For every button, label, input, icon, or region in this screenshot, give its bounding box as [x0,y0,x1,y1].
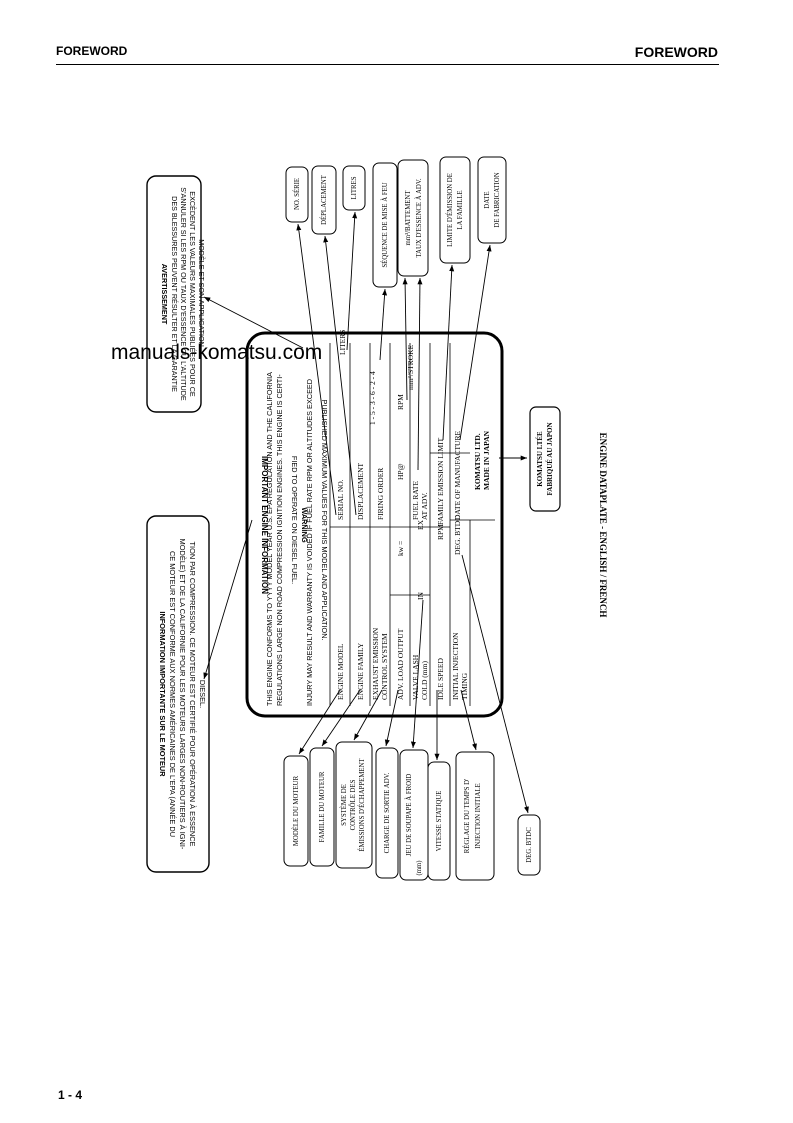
plate-title: IMPORTANT ENGINE INFORMATION [260,456,269,594]
plate-warning-title: WARNING [300,507,309,543]
label-limite-1: LIMITE D'ÉMISSION DE [446,173,454,247]
plate-kw: kw = [396,541,405,556]
label-date-2: DE FABRICATION [494,172,501,227]
plate-in: IN [416,592,425,600]
plate-adv-load: ADV. LOAD OUTPUT [396,628,405,700]
info-fr-line-1: CE MOTEUR EST CONFORME AUX NORMES AMÉRIC… [168,551,177,837]
info-fr-line-2: MODÈLE) ET DE LA CALIFORNIE POUR LES MOT… [178,539,187,850]
header-right: FOREWORD [634,44,718,60]
plate-engine-family: ENGINE FAMILY [356,642,365,700]
label-reglage-1: RÉGLAGE DU TEMPS D' [463,779,471,854]
label-systeme-3: ÉMISSIONS D'ÉCHAPPEMENT [358,758,366,852]
plate-date-manuf: DATE OF MANUFACTURE [453,431,462,520]
header-left: FOREWORD [56,44,128,58]
label-no-serie: NO. SÉRIE [293,178,301,210]
plate-stroke: mm³/STROKE [406,344,415,390]
top-labels: NO. SÉRIE DÉPLACEMENT LITRES SÉQUENCE DE… [285,156,507,288]
avertissement-box: AVERTISSEMENT DES BLESSURES PEUVENT RÉSU… [146,175,206,413]
watermark: manuals-komatsu.com [111,341,323,364]
info-fr-box: INFORMATION IMPORTANTE SUR LE MOTEUR CE … [146,515,210,873]
plate-init-inj-1: INITIAL INJECTION [451,632,460,700]
plate-firing-seq: 1 - 5 - 3 - 6 - 2 - 4 [368,371,377,425]
plate-conform-1: THIS ENGINE CONFORMS TO YYYY MODEL YEAR … [265,372,274,706]
label-jeu-1: JEU DE SOUPAPE À FROID [405,774,413,857]
label-deplacement: DÉPLACEMENT [320,174,328,225]
avert-line-4: MODÈLE ET SON APPLICATION. [197,239,206,349]
avert-line-2: S'ANNULER SI LES RPM OU TAUX D'ESSENCE O… [179,187,188,401]
page-number: 1 - 4 [58,1088,83,1102]
avert-title: AVERTISSEMENT [160,264,169,325]
plate-warning-2: PUBLISHED MAXIMUM VALUES FOR THIS MODEL … [320,400,329,641]
plate-fuel-rate-1: FUEL RATE [411,480,420,520]
plate-liters: LITERS [338,330,347,355]
komatsu-fr-line-2: FABRIQUÉ AU JAPON [546,423,554,496]
plate-valve-2: COLD (mm) [420,661,429,700]
plate-rpm: RPM [396,394,405,410]
plate-hp: HP@ [396,463,405,480]
plate-serial-no: SERIAL NO. [336,479,345,520]
plate-init-inj-2: TIMING [460,672,469,700]
info-fr-line-4: DIESEL. [198,680,207,708]
plate-komatsu-2: MADE IN JAPAN [482,430,491,490]
info-fr-line-3: TION PAR COMPRESSION. CE MOTEUR EST CERT… [188,542,197,847]
info-fr-title: INFORMATION IMPORTANTE SUR LE MOTEUR [158,611,167,777]
label-dec: DEG. BTDC [526,827,533,863]
label-famille: FAMILLE DU MOTEUR [319,771,326,842]
label-modele: MODÈLE DU MOTEUR [292,775,300,846]
plate-engine-model: ENGINE MODEL [336,643,345,700]
label-litres: LITRES [351,176,358,199]
plate-komatsu-1: KOMATSU LTD. [473,433,482,490]
komatsu-fr-line-1: KOMATSU LTÉE [536,431,544,487]
plate-family-limit: FAMILY EMISSION LIMIT [436,437,445,525]
header-rule [56,64,719,65]
plate-conform-3: FIED TO OPERATE ON DIESEL FUEL. [290,456,299,584]
plate-conform-2: REGULATIONS LARGE NON ROAD COMPRESSION I… [275,374,284,706]
plate-rpm2: RPM [436,524,445,540]
label-limite-2: LA FAMILLE [457,190,464,229]
label-stroke-fr: mm³/BATTEMENT [405,190,412,246]
label-reglage-2: INJECTION INITIALE [475,783,482,849]
plate-deg-btdc: DEG. BTDC [453,516,462,555]
label-vitesse: VITESSE STATIQUE [436,791,443,852]
label-systeme-2: CONTRÔLE DES [349,779,357,830]
label-systeme-1: SYSTÈME DE [340,784,348,826]
plate-valve-1: VALVE LASH [411,654,420,700]
label-taux: TAUX D'ESSENCE À ADV. [415,178,423,257]
plate-displacement: DISPLACEMENT [356,462,365,520]
label-jeu-2: (mm) [416,860,423,875]
label-charge: CHARGE DE SORTIE ADV. [384,772,391,853]
leader-lines [203,211,529,814]
plate-exhaust-2: CONTROL SYSTEM [380,633,389,700]
plate-fuel-rate-2: AT ADV. [420,492,429,520]
plate-ex: EX [416,519,425,530]
dataplate: IMPORTANT ENGINE INFORMATION THIS ENGINE… [245,330,504,718]
komatsu-fr-box: KOMATSU LTÉE FABRIQUÉ AU JAPON [529,406,561,512]
plate-idle-speed: IDLE SPEED [436,658,445,700]
label-date-1: DATE [484,191,491,208]
avert-line-1: DES BLESSURES PEUVENT RÉSULTER ET LA GAR… [170,196,179,392]
plate-exhaust-1: EXHAUST EMISSION [371,627,380,700]
plate-firing-order: FIRING ORDER [376,468,385,520]
avert-line-3: EXCÈDENT LES VALEURS MAXIMALES PUBLIÉES … [188,191,197,397]
figure-caption: ENGINE DATAPLATE - ENGLISH / FRENCH [598,433,608,618]
bottom-labels: MODÈLE DU MOTEUR FAMILLE DU MOTEUR SYSTÈ… [283,741,541,881]
plate-warning-1: INJURY MAY RESULT AND WARRANTY IS VOIDED… [305,379,314,706]
label-sequence: SÉQUENCE DE MISE À FEU [381,182,389,267]
